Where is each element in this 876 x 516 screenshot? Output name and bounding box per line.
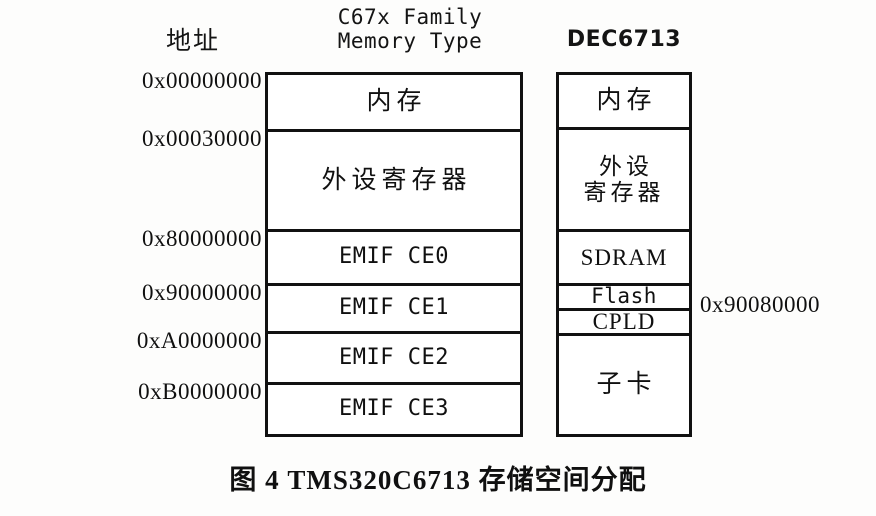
dec6713-segment-label-4: CPLD (592, 311, 656, 335)
c67x-segment-label-0: 内存 (366, 88, 427, 115)
figure-caption: 图 4 TMS320C6713 存储空间分配 (229, 465, 647, 495)
address-label-0: 0x00000000 (142, 68, 262, 93)
c67x-segment-emif-ce2: EMIF CE2 (268, 334, 520, 385)
dec6713-segment-label-3: Flash (591, 286, 657, 309)
dec6713-memory-map: 内存 外设 寄存器 SDRAM Flash CPLD 子卡 (556, 72, 692, 437)
column-header-address: 地址 (165, 28, 220, 55)
address-label-1: 0x00030000 (142, 126, 262, 151)
c67x-segment-label-2: EMIF CE0 (339, 244, 449, 270)
column-header-c67x-memory-type: C67x Family Memory Type (337, 5, 483, 53)
dec6713-segment-label-0: 内存 (596, 87, 657, 114)
dec6713-segment-cpld: CPLD (559, 311, 689, 336)
c67x-memory-map: 内存 外设寄存器 EMIF CE0 EMIF CE1 EMIF CE2 EMIF… (265, 72, 523, 437)
c67x-segment-emif-ce1: EMIF CE1 (268, 286, 520, 334)
address-label-5: 0xB0000000 (138, 379, 262, 404)
dec6713-segment-label-1: 外设 寄存器 (583, 153, 665, 205)
c67x-segment-emif-ce0: EMIF CE0 (268, 232, 520, 286)
column-header-dec6713: DEC6713 (566, 27, 682, 52)
dec6713-segment-label-2: SDRAM (580, 244, 668, 270)
dec6713-segment-flash: Flash (559, 286, 689, 311)
dec6713-segment-internal-memory: 内存 (559, 75, 689, 130)
callout-address-label: 0x90080000 (700, 292, 820, 317)
address-label-2: 0x80000000 (142, 226, 262, 251)
address-label-4: 0xA0000000 (136, 328, 262, 353)
c67x-segment-label-5: EMIF CE3 (339, 396, 449, 422)
c67x-segment-emif-ce3: EMIF CE3 (268, 385, 520, 434)
dec6713-segment-label-5: 子卡 (596, 371, 657, 398)
c67x-segment-internal-memory: 内存 (268, 75, 520, 132)
dec6713-segment-peripheral-registers: 外设 寄存器 (559, 130, 689, 232)
dec6713-segment-sdram: SDRAM (559, 232, 689, 286)
c67x-segment-label-4: EMIF CE2 (339, 344, 449, 370)
dec6713-segment-daughter-card: 子卡 (559, 336, 689, 434)
c67x-segment-label-1: 外设寄存器 (321, 166, 472, 194)
c67x-segment-peripheral-registers: 外设寄存器 (268, 132, 520, 232)
address-label-3: 0x90000000 (142, 280, 262, 305)
c67x-segment-label-3: EMIF CE1 (339, 295, 449, 321)
